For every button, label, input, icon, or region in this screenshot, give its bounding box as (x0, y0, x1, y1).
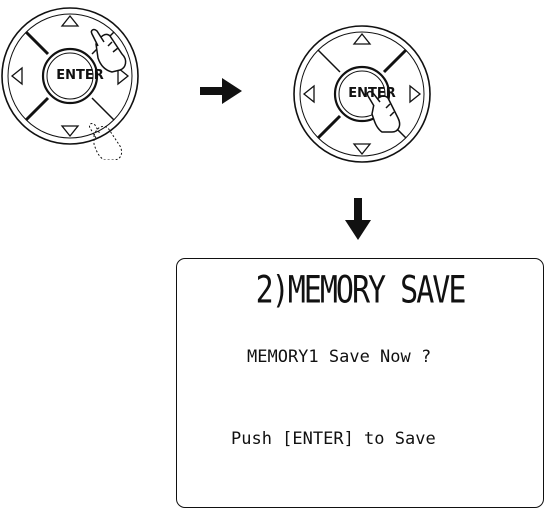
display-message: MEMORY1 Save Now ? (247, 347, 432, 367)
arrow-right-icon (200, 78, 242, 104)
left-triangle-icon (302, 84, 315, 104)
enter-button-label-2: ENTER (348, 86, 396, 101)
right-triangle-icon (117, 66, 130, 86)
pointing-hand-icon (90, 28, 127, 73)
dpad-step2-graphic (293, 25, 431, 163)
dpad-step1: ENTER (0, 0, 160, 160)
enter-button-label-1: ENTER (56, 68, 104, 83)
arrow-down-icon (345, 198, 371, 240)
right-triangle-icon (409, 84, 422, 104)
display-instruction: Push [ENTER] to Save (231, 429, 436, 449)
pointing-hand-icon (366, 90, 401, 133)
dpad-step1-graphic (1, 7, 139, 160)
up-triangle-icon (60, 14, 80, 27)
down-triangle-icon (352, 143, 372, 156)
display-title: 2)MEMORY SAVE (255, 268, 467, 313)
display-screen: 2)MEMORY SAVE MEMORY1 Save Now ? Push [E… (176, 258, 544, 508)
left-triangle-icon (10, 66, 23, 86)
dpad-step2: ENTER (288, 20, 448, 180)
up-triangle-icon (352, 32, 372, 45)
down-triangle-icon (60, 125, 80, 138)
ghost-hand-icon (89, 123, 123, 160)
